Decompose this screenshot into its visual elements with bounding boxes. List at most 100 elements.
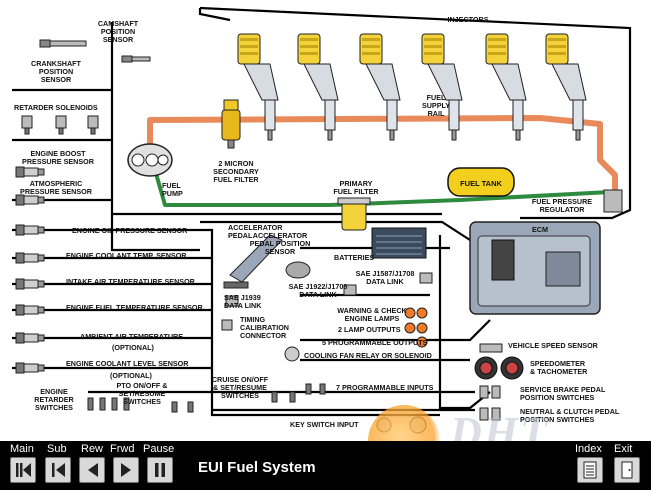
engine-boost-label: ENGINE BOOST (30, 149, 86, 158)
camshaft-label: CAMSHAFT (98, 19, 139, 28)
coolant-level-label: ENGINE COOLANT LEVEL SENSOR (66, 359, 189, 368)
control-bar: Main Sub Rew Frwd Pause Index Exit EUI F… (0, 441, 651, 490)
j1587-label: DATA LINK (366, 277, 404, 286)
exit-button[interactable] (614, 457, 640, 483)
pause-button[interactable] (147, 457, 173, 483)
previous-section-icon (52, 463, 65, 477)
play-forward-icon (121, 463, 131, 477)
main-button[interactable] (10, 457, 36, 483)
secondary-filter-label: 2 MICRON (218, 159, 253, 168)
j1939-label: SAE J1939 (224, 293, 261, 302)
ecm-module (469, 221, 601, 315)
coolant-temp-label: ENGINE COOLANT TEMP. SENSOR (66, 251, 187, 260)
injectors-label: INJECTORS (447, 15, 488, 24)
injector (421, 33, 463, 141)
fuel-pressure-regulator (603, 189, 623, 213)
camshaft-sensor (121, 55, 151, 63)
ecm-label: ECM (532, 225, 548, 234)
key-switch-label: KEY SWITCH INPUT (290, 420, 359, 429)
sub-button[interactable] (45, 457, 71, 483)
injector (485, 33, 527, 141)
fuel-pressure-regulator-label: REGULATOR (540, 205, 586, 214)
injectors (237, 33, 587, 141)
crankshaft-label: SENSOR (41, 75, 72, 84)
secondary-filter-label: FUEL FILTER (213, 175, 259, 184)
fuel-supply-rail-label: RAIL (428, 109, 445, 118)
diagram-labels: INJECTORSCAMSHAFTPOSITIONSENSORCRANKSHAF… (14, 15, 620, 429)
sensor-connector (15, 304, 45, 316)
sensor-connector (15, 194, 45, 206)
injector (545, 33, 587, 141)
injector (237, 33, 279, 141)
timing-label: CALIBRATION (240, 323, 289, 332)
cruise-label: SWITCHES (221, 391, 259, 400)
crankshaft-label: POSITION (39, 67, 73, 76)
atmospheric-label: PRESSURE SENSOR (20, 187, 93, 196)
fuel-pump-label: FUEL (162, 181, 181, 190)
fuel-return-line (147, 115, 618, 195)
batteries (371, 227, 427, 259)
accel-pedal-label: PEDAL (228, 231, 253, 240)
accel-pedal-label: ACCELERATOR (228, 223, 283, 232)
primary-filter-label: FUEL FILTER (333, 187, 379, 196)
skip-to-start-icon (16, 463, 31, 477)
accel-pos-label: ACCELERATOR (253, 231, 308, 240)
prog-inputs-label: 7 PROGRAMMABLE INPUTS (336, 383, 434, 392)
timing-label: CONNECTOR (240, 331, 287, 340)
j1587-label: SAE J1587/J1708 (356, 269, 415, 278)
secondary-fuel-filter (221, 99, 241, 149)
exit-door-icon (621, 461, 633, 479)
warning-lamps-label: ENGINE LAMPS (345, 314, 400, 323)
primary-filter-label: PRIMARY (340, 179, 373, 188)
sensor-connector (15, 252, 45, 264)
data-link-connectors (225, 272, 433, 307)
retarder-solenoid (87, 115, 99, 135)
engine-retarder-label: RETARDER (34, 395, 74, 404)
neutral-clutch-label: NEUTRAL & CLUTCH PEDAL (520, 407, 620, 416)
fuel-pump-label: PUMP (162, 189, 183, 198)
service-brake-label: POSITION SWITCHES (520, 393, 594, 402)
injector (297, 33, 339, 141)
screen-title: EUI Fuel System (198, 459, 316, 476)
vehicle-speed-sensor (479, 343, 503, 353)
crankshaft-sensor (39, 39, 87, 48)
rewind-button[interactable] (79, 457, 105, 483)
outputs-5-label: 5 PROGRAMMABLE OUTPUTS (322, 338, 428, 347)
timing-calibration-connector (221, 319, 233, 331)
cruise-label: & SET/RESUME (213, 383, 267, 392)
accelerator-position-sensor (285, 261, 311, 279)
timing-label: TIMING (240, 315, 266, 324)
sensor-connector (15, 332, 45, 344)
camshaft-label: POSITION (101, 27, 135, 36)
index-button[interactable] (577, 457, 603, 483)
frwd-label: Frwd (110, 443, 135, 455)
pto-label: PTO ON/OFF & (117, 381, 168, 390)
cooling-fan-label: COOLING FAN RELAY OR SOLENOID (304, 351, 432, 360)
speedometer-label: SPEEDOMETER (530, 359, 586, 368)
bottom-switches (87, 383, 326, 413)
left-sensors (15, 115, 99, 374)
engine-retarder-label: ENGINE (40, 387, 68, 396)
engine-boost-label: PRESSURE SENSOR (22, 157, 95, 166)
pause-label: Pause (143, 443, 175, 455)
forward-button[interactable] (113, 457, 139, 483)
injector (359, 33, 401, 141)
camshaft-label: SENSOR (103, 35, 134, 44)
fuel-pressure-regulator-label: FUEL PRESSURE (532, 197, 592, 206)
speedometer-label: & TACHOMETER (530, 367, 588, 376)
engine-retarder-label: SWITCHES (35, 403, 73, 412)
sensor-connector (15, 278, 45, 290)
sensor-connector (15, 362, 45, 374)
sensor-connector (15, 224, 45, 236)
sub-label: Sub (47, 443, 67, 455)
main-label: Main (10, 443, 34, 455)
fuel-supply-rail-label: FUEL (427, 93, 446, 102)
accel-pos-label: PEDAL POSITION (250, 239, 311, 248)
exit-label: Exit (614, 443, 633, 455)
pto-label: SWITCHES (123, 397, 161, 406)
fuel-supply-rail-label: SUPPLY (422, 101, 450, 110)
index-list-icon (583, 461, 597, 479)
secondary-filter-label: SECONDARY (213, 167, 259, 176)
cruise-label: CRUISE ON/OFF (212, 375, 269, 384)
